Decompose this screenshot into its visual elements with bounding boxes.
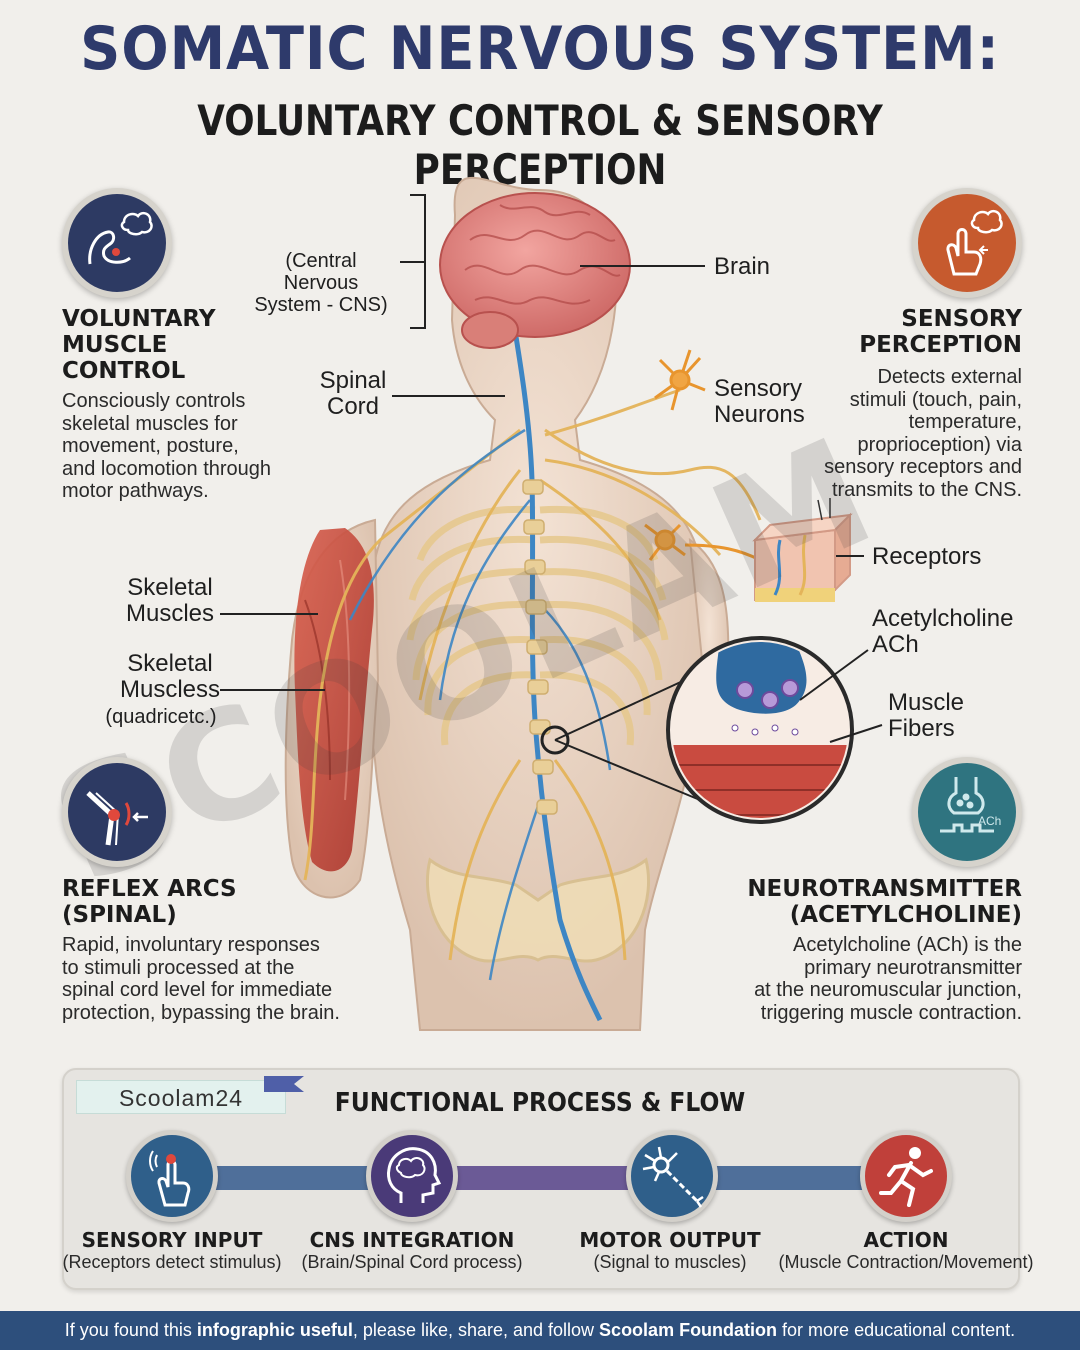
touch-hand-icon [149, 1150, 191, 1207]
motor-neuron-icon [642, 1146, 704, 1208]
reflex-arcs-icon-badge [62, 757, 172, 867]
flag-icon [264, 1076, 304, 1092]
voluntary-control-icon-badge [62, 188, 172, 298]
anatomy-illustration [220, 176, 883, 1031]
voluntary-text: Consciously controls skeletal muscles fo… [62, 390, 272, 502]
neurotransmitter-text: Acetylcholine (ACh) is the primary neuro… [754, 934, 1022, 1024]
step-cns-integration-label: CNS INTEGRATION [309, 1228, 515, 1252]
skeletal-muscles-label: Skeletal Muscles [125, 574, 215, 627]
reflex-text: Rapid, involuntary responses to stimuli … [62, 934, 340, 1024]
step-cns-integration-badge [366, 1130, 458, 1222]
step-action-label: ACTION [863, 1228, 949, 1252]
sensory-neurons-label: Sensory Neurons [714, 375, 805, 428]
sensory-heading: SENSORY PERCEPTION [859, 306, 1022, 358]
footer-highlight-1: infographic useful [196, 1320, 353, 1340]
voluntary-heading: VOLUNTARY MUSCLE CONTROL [62, 306, 216, 384]
step-action-badge [860, 1130, 952, 1222]
spinal-cord-label: Spinal Cord [319, 367, 387, 420]
flow-title: FUNCTIONAL PROCESS & FLOW [334, 1088, 746, 1118]
footer-text-2: , please like, share, and follow [352, 1320, 600, 1340]
neurotransmitter-heading: NEUROTRANSMITTER (ACETYLCHOLINE) [747, 876, 1022, 928]
running-person-icon [879, 1147, 933, 1207]
sensory-perception-icon-badge [912, 188, 1022, 298]
brain-illustration [439, 192, 631, 349]
step-action-sub: (Muscle Contraction/Movement) [778, 1252, 1034, 1272]
flexed-arm-brain-icon [88, 211, 153, 265]
skeletal-muscless-label: Skeletal Muscless [119, 650, 221, 703]
step-sensory-input-sub: (Receptors detect stimulus) [62, 1252, 282, 1272]
reflex-heading: REFLEX ARCS (SPINAL) [62, 876, 237, 928]
page-subtitle: VOLUNTARY CONTROL & SENSORY PERCEPTION [197, 96, 883, 194]
sensory-neuron-cell [654, 349, 706, 411]
svg-text:ACh: ACh [978, 814, 1001, 828]
step-sensory-input-label: SENSORY INPUT [81, 1228, 263, 1252]
finger-touch-brain-icon [946, 209, 1003, 276]
step-sensory-input-badge [126, 1130, 218, 1222]
spinal-cord-path [507, 299, 603, 1022]
knee-reflex-icon [86, 791, 148, 846]
flow-arrows [180, 1164, 950, 1192]
receptors-label: Receptors [872, 543, 982, 570]
acetylcholine-label: Acetylcholine ACh [872, 605, 1014, 658]
step-motor-output-sub: (Signal to muscles) [593, 1252, 747, 1272]
sensory-text: Detects external stimuli (touch, pain, t… [824, 366, 1022, 501]
skin-receptor-block [752, 498, 853, 602]
scoolam-tag: Scoolam24 [76, 1080, 286, 1114]
synapse-ach-icon: ACh [940, 777, 1001, 833]
leader-lines [220, 194, 883, 743]
step-motor-output-badge [626, 1130, 718, 1222]
page-title: SOMATIC NERVOUS SYSTEM: [80, 14, 1000, 84]
pelvis [425, 857, 651, 963]
cns-label: (Central Nervous System - CNS) [254, 250, 388, 316]
neurotransmitter-icon-badge: ACh [912, 757, 1022, 867]
step-motor-output-label: MOTOR OUTPUT [579, 1228, 761, 1252]
footer-text-1: If you found this [64, 1320, 197, 1340]
head-brain-icon [387, 1147, 442, 1203]
muscle-fibers-label: Muscle Fibers [888, 689, 965, 742]
brain-label: Brain [714, 253, 771, 280]
footer-text-3: for more educational content. [777, 1320, 1016, 1340]
quadriceps-label: (quadricetc.) [105, 706, 217, 728]
footer-bar: If you found this infographic useful, pl… [0, 1311, 1080, 1350]
footer-highlight-2[interactable]: Scoolam Foundation [599, 1320, 778, 1340]
ribcage [406, 505, 669, 746]
step-cns-integration-sub: (Brain/Spinal Cord process) [301, 1252, 523, 1272]
